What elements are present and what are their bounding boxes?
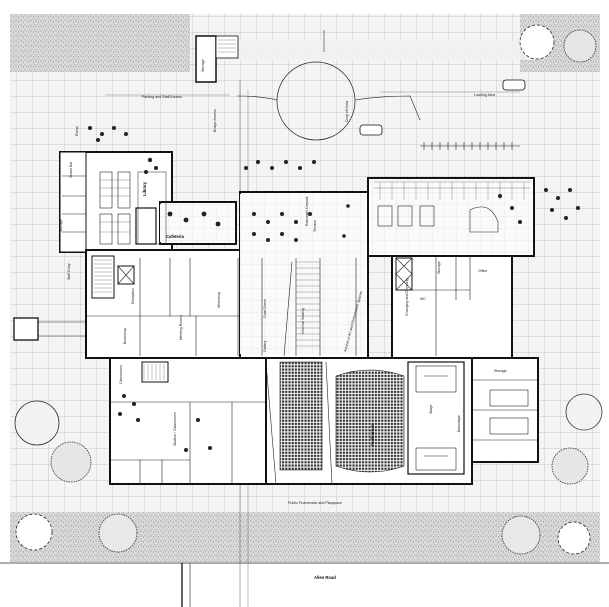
label-road: Allen Road (314, 575, 336, 580)
label-meeting: Meeting Rooms (179, 315, 183, 340)
label-reception: Reception (131, 288, 135, 304)
label-snack: Snack Bar (69, 161, 73, 178)
label-auditorium: Auditorium (370, 423, 375, 446)
label-classrooms: Classrooms (119, 365, 123, 384)
road (0, 562, 609, 607)
label-info-seating: Informal Seating (301, 308, 305, 334)
drop-off-circle (276, 61, 356, 141)
label-coat-check: Coat Check (263, 299, 267, 318)
label-storage-right: Storage (437, 261, 441, 274)
label-office: Office (478, 269, 487, 273)
auditorium (265, 361, 465, 485)
furniture-marks (88, 126, 580, 452)
label-parking: Parking and Staff Access (142, 95, 182, 99)
label-wc: WC (420, 297, 426, 301)
label-bridge-access: Bridge Access (213, 109, 217, 132)
label-promenade: Public Promenade and Playspace (288, 501, 342, 505)
label-staff-entry: Staff Entry (67, 263, 71, 280)
library-rooms (62, 171, 167, 245)
right-wing-furniture (374, 181, 530, 435)
label-cafeteria: Cafeteria (166, 234, 185, 239)
label-rainwater: Rainwater Deposit (305, 197, 309, 226)
stair-cores (91, 255, 413, 383)
label-drop-off: Drop off Area (345, 101, 349, 122)
label-backstage: Backstage (457, 415, 461, 432)
promenade (10, 486, 600, 512)
label-bookshop: Bookshop (123, 328, 127, 344)
label-workshop: Workshop (217, 292, 221, 308)
label-gallery: Gallery (263, 340, 267, 352)
label-ramp: Ramp (75, 126, 79, 136)
label-storage-far-right: Storage (494, 369, 507, 373)
label-changing: Changing and Dressing (405, 278, 409, 316)
label-storage-top: Storage (201, 59, 205, 72)
label-storage-left: Storage (59, 219, 63, 232)
storage-top (195, 35, 217, 83)
label-terrace: Terrace (313, 220, 317, 232)
car-2 (359, 124, 383, 136)
label-library: Library (142, 181, 147, 196)
label-studios: Studios / Classrooms (173, 412, 177, 446)
label-stage: Stage (429, 405, 433, 414)
label-loading: Loading Area (474, 93, 495, 97)
car-1 (502, 79, 526, 91)
informal-seating-steps (283, 261, 320, 357)
trees (14, 24, 603, 555)
